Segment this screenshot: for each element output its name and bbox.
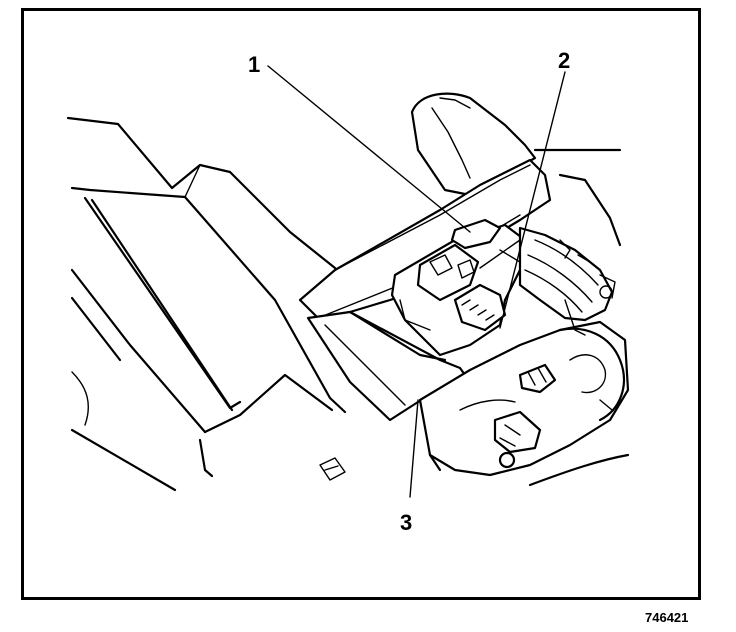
leader-line-1 xyxy=(267,65,471,233)
housing xyxy=(298,158,552,422)
rear-cover xyxy=(410,92,622,247)
callout-2: 2 xyxy=(558,48,570,73)
connector-assembly xyxy=(390,218,541,357)
wiring-harness xyxy=(518,226,616,322)
left-trim-panel xyxy=(66,116,347,492)
callout-3: 3 xyxy=(400,510,412,535)
lower-column xyxy=(418,299,630,487)
leader-lines xyxy=(267,65,566,498)
leader-line-3 xyxy=(409,399,419,498)
figure-number: 746421 xyxy=(645,610,688,625)
callout-1: 1 xyxy=(248,52,260,77)
leader-line-2 xyxy=(499,71,566,329)
